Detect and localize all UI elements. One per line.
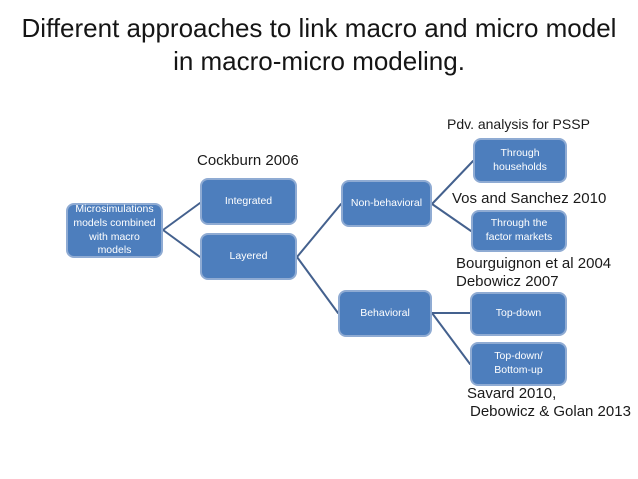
node-top-down-label: Top-down — [495, 307, 542, 320]
node-microsimulations-root-label: Microsimulations models combined with ma… — [73, 203, 156, 257]
annotation-debowicz-2007: Debowicz 2007 — [456, 273, 559, 290]
node-through-households-label: Through households — [493, 146, 547, 173]
node-layered: Layered — [200, 233, 297, 280]
node-non-behavioral: Non-behavioral — [341, 180, 432, 227]
annotation-bourguignon-2004: Bourguignon et al 2004 — [456, 255, 612, 272]
annotation-pdv-analysis-pssp: Pdv. analysis for PSSP — [447, 116, 590, 132]
node-integrated: Integrated — [200, 178, 297, 225]
connector-root-integrated — [162, 202, 201, 231]
node-behavioral-label: Behavioral — [360, 306, 410, 319]
node-through-households: Through households — [473, 138, 567, 183]
node-top-down: Top-down — [470, 292, 567, 336]
annotation-debowicz-golan-2013: Debowicz & Golan 2013 — [470, 403, 631, 420]
annotation-cockburn-2006: Cockburn 2006 — [197, 152, 299, 169]
node-layered-label: Layered — [229, 249, 268, 262]
connector-layered-behavioral — [296, 256, 339, 314]
node-through-factor-markets-label: Through the factor markets — [485, 217, 553, 243]
annotation-vos-sanchez-2010: Vos and Sanchez 2010 — [452, 190, 607, 207]
node-top-down-bottom-up-label: Top-down/ Bottom-up — [494, 350, 543, 376]
node-integrated-label: Integrated — [224, 194, 273, 207]
node-behavioral: Behavioral — [338, 290, 432, 337]
connector-layered-non-behavioral — [296, 203, 342, 258]
node-top-down-bottom-up: Top-down/ Bottom-up — [470, 342, 567, 386]
node-microsimulations-root: Microsimulations models combined with ma… — [66, 203, 163, 258]
slide-title-line2: in macro-micro modeling. — [173, 46, 465, 77]
connector-non-behavioral-through-factor-markets — [431, 203, 472, 232]
node-through-factor-markets: Through the factor markets — [471, 210, 567, 252]
slide-title: Different approaches to link macro and m… — [0, 12, 638, 78]
connector-behavioral-top-down-bottom-up — [431, 312, 471, 365]
connector-root-layered — [162, 229, 201, 258]
node-non-behavioral-label: Non-behavioral — [350, 196, 423, 209]
slide-title-line1: Different approaches to link macro and m… — [21, 13, 617, 43]
annotation-savard-2010: Savard 2010, — [467, 385, 557, 402]
